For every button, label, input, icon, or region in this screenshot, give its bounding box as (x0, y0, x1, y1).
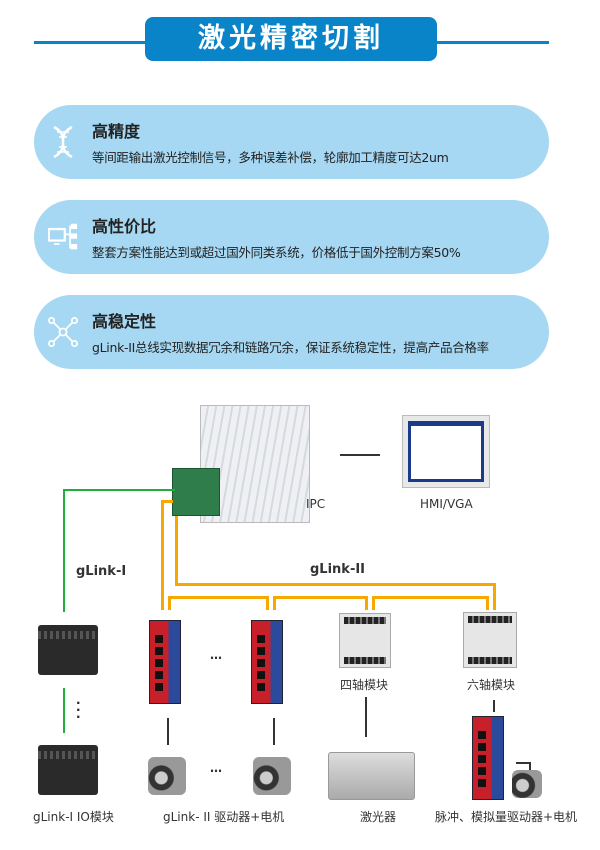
glink2-line (273, 596, 276, 610)
connector-line (529, 762, 531, 770)
glink1-label: gLink-I (76, 564, 127, 579)
four-axis-module-image (339, 613, 391, 668)
connector-line (365, 697, 367, 737)
network-computer-icon (48, 223, 78, 250)
connector-line (273, 718, 275, 745)
ipc-hmi-link (340, 454, 380, 456)
laser-image (328, 752, 415, 800)
bottom-label-pulse-drive: 脉冲、模拟量驱动器+电机 (435, 810, 578, 824)
bottom-label-laser: 激光器 (360, 810, 397, 824)
feature-title: 高精度 (92, 122, 141, 141)
feature-card-precision: 高精度 等间距输出激光控制信号，多种误差补偿，轮廓加工精度可达2um (34, 105, 549, 179)
feature-desc: gLink-II总线实现数据冗余和链路冗余，保证系统稳定性，提高产品合格率 (92, 340, 489, 355)
glink1-line (63, 489, 175, 491)
glink2-label: gLink-II (310, 562, 366, 577)
node-hub-icon (48, 317, 78, 347)
ipc-label: IPC (306, 497, 326, 511)
ellipsis-vertical: ··· (76, 696, 81, 724)
servo-motor-image (148, 757, 186, 795)
connector-line (493, 700, 495, 712)
glink2-line (493, 583, 496, 610)
glink2-line (266, 596, 269, 610)
pulse-drive-image (472, 716, 504, 800)
four-axis-label: 四轴模块 (340, 678, 389, 692)
io-module-image (38, 625, 98, 675)
glink2-line (365, 596, 368, 610)
connector-line (516, 762, 530, 764)
bottom-label-io: gLink-I IO模块 (33, 810, 114, 824)
hmi-label: HMI/VGA (420, 497, 473, 511)
glink2-line (175, 583, 496, 586)
servo-motor-image (512, 770, 542, 798)
feature-desc: 等间距输出激光控制信号，多种误差补偿，轮廓加工精度可达2um (92, 150, 449, 165)
six-axis-label: 六轴模块 (467, 678, 516, 692)
servo-motor-image (253, 757, 291, 795)
ellipsis: … (210, 761, 222, 775)
page-title: 激光精密切割 (145, 17, 437, 61)
feature-title: 高稳定性 (92, 312, 157, 331)
glink1-line (63, 489, 65, 612)
glink2-line (168, 596, 269, 599)
dna-icon (53, 125, 73, 159)
glink2-line (273, 596, 368, 599)
feature-card-cost: 高性价比 整套方案性能达到或超过国外同类系统，价格低于国外控制方案50% (34, 200, 549, 274)
feature-card-stability: 高稳定性 gLink-II总线实现数据冗余和链路冗余，保证系统稳定性，提高产品合… (34, 295, 549, 369)
glink2-line (168, 596, 171, 610)
feature-desc: 整套方案性能达到或超过国外同类系统，价格低于国外控制方案50% (92, 245, 461, 260)
glink2-line (372, 596, 488, 599)
glink2-line (161, 500, 164, 610)
bottom-label-drive: gLink- II 驱动器+电机 (163, 810, 285, 824)
glink2-line (175, 516, 178, 586)
servo-drive-image (251, 620, 283, 704)
glink1-line (63, 688, 65, 733)
io-module-image (38, 745, 98, 795)
servo-drive-image (149, 620, 181, 704)
six-axis-module-image (463, 612, 517, 668)
connector-line (167, 718, 169, 745)
feature-title: 高性价比 (92, 217, 157, 236)
motion-card-image (172, 468, 220, 516)
ellipsis: … (210, 648, 222, 662)
glink2-line (486, 596, 489, 610)
hmi-image (402, 415, 490, 488)
glink2-line (372, 596, 375, 610)
glink2-line (161, 500, 173, 503)
